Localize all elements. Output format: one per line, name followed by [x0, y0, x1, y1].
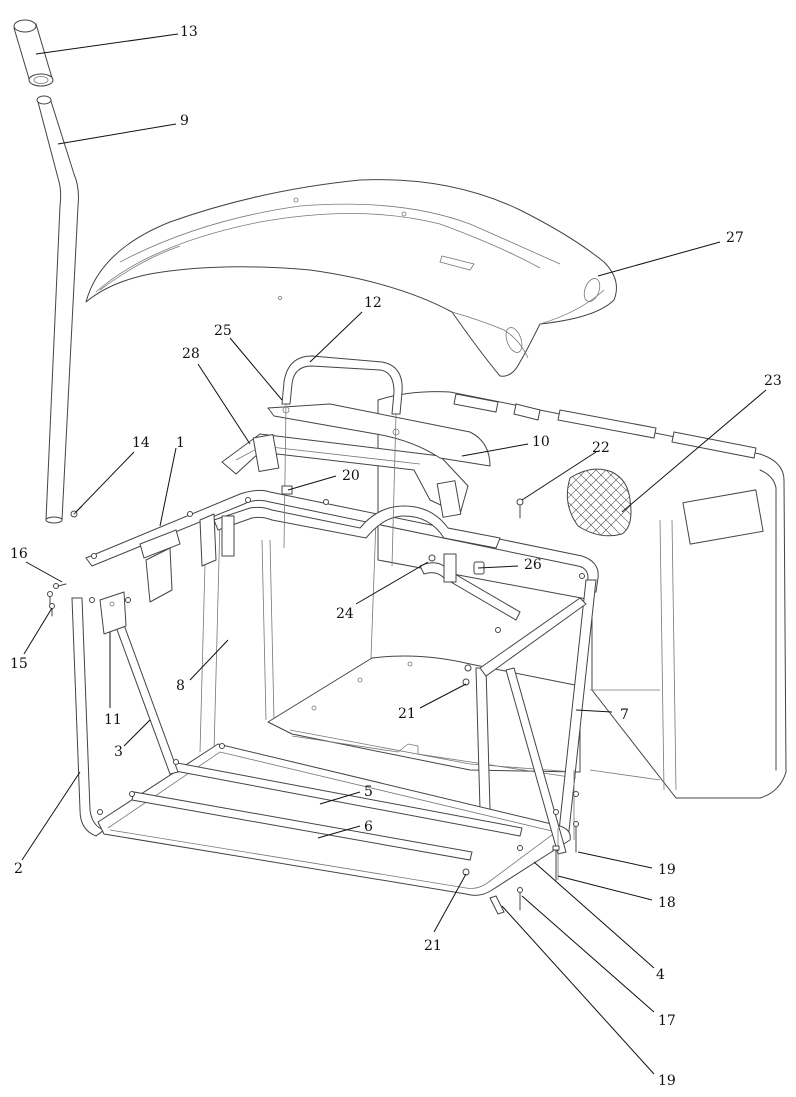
callout-20: 20: [342, 468, 360, 484]
callout-12: 12: [364, 295, 382, 311]
part-18-screw: [552, 845, 560, 881]
callout-16: 16: [10, 546, 28, 562]
part-16-bolt: [53, 583, 67, 589]
callout-labels: 13 9 27 12 25 28 23 14 1 10 22 20 16 26 …: [10, 24, 782, 1089]
part-24-center-latch: [221, 515, 521, 621]
callout-10: 10: [532, 434, 550, 450]
callout-1: 1: [176, 435, 185, 451]
callout-26: 26: [524, 557, 542, 573]
callout-14: 14: [132, 435, 150, 451]
callout-9: 9: [180, 113, 189, 129]
callout-17: 17: [658, 1013, 676, 1029]
part-22-bolt: [516, 498, 524, 519]
callout-2: 2: [14, 861, 23, 877]
part-24-pin: [428, 554, 436, 562]
fasteners: [47, 485, 585, 915]
catcher-floor-panel: [267, 655, 581, 779]
callout-11: 11: [104, 712, 122, 728]
callout-7: 7: [620, 707, 629, 723]
callout-13: 13: [180, 24, 198, 40]
part-7-catcher-bag: [377, 391, 787, 799]
callout-8: 8: [176, 678, 185, 694]
part-15-bolt-a: [47, 591, 53, 605]
part-19-pin-lower: [489, 895, 505, 915]
callout-18: 18: [658, 895, 676, 911]
part-9-handle-tube: [36, 95, 79, 524]
callout-23: 23: [764, 373, 782, 389]
callout-21-lower: 21: [424, 938, 442, 954]
part-12-upper-handle: [281, 355, 403, 415]
part-23-mesh-window: [566, 468, 632, 537]
callout-6: 6: [364, 819, 373, 835]
part-13-handle-grip: [13, 19, 54, 87]
part-19-pin-upper: [573, 821, 579, 853]
callout-19-lower: 19: [658, 1073, 676, 1089]
part-27-deflector-cover: [85, 179, 617, 377]
callout-24: 24: [336, 606, 354, 622]
callout-27: 27: [726, 230, 744, 246]
part-15-bolt-b: [49, 603, 55, 617]
callout-15: 15: [10, 656, 28, 672]
callout-25: 25: [214, 323, 232, 339]
part-4-brace-rod: [505, 667, 567, 855]
callout-4: 4: [656, 967, 665, 983]
part-20-nut: [281, 485, 293, 495]
suspension-cords: [283, 403, 575, 880]
callout-21-upper: 21: [398, 706, 416, 722]
callout-22: 22: [592, 440, 610, 456]
leader-lines: [21, 33, 767, 1075]
part-11-hinge-plate: [99, 591, 127, 635]
callout-19-upper: 19: [658, 862, 676, 878]
callout-5: 5: [364, 784, 373, 800]
part-28-pivot-bracket: [221, 433, 469, 518]
callout-28: 28: [182, 346, 200, 362]
part-17-screw: [517, 887, 523, 911]
part-21-nut-upper: [462, 664, 472, 686]
callout-3: 3: [114, 744, 123, 760]
